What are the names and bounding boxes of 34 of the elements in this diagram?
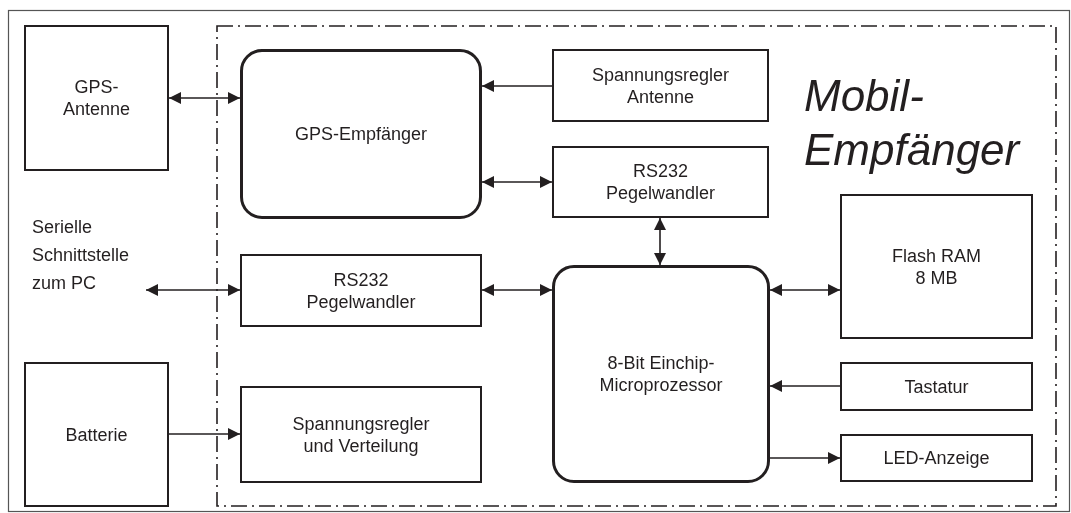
block-label: RS232 Pegelwandler [604, 160, 717, 204]
block-label: Tastatur [903, 375, 970, 398]
block-label: Flash RAM 8 MB [891, 244, 982, 289]
connector-arrow [481, 284, 553, 296]
block-label: Spannungsregler Antenne [590, 63, 731, 108]
processor-block [552, 265, 770, 483]
connector-arrow [481, 176, 553, 188]
block-label: RS232 Pegelwandler [305, 268, 417, 313]
block-label: 8-Bit Einchip- Microprozessor [598, 352, 724, 396]
block-label: Batterie [64, 423, 129, 446]
block-label: Spannungsregler und Verteilung [291, 412, 431, 457]
connector-arrow [168, 92, 241, 104]
battery-box [24, 362, 169, 507]
converter-box [552, 146, 769, 218]
connector-arrow [654, 217, 666, 266]
receiver-block [240, 49, 482, 219]
converter-box [240, 254, 482, 327]
connector-arrow [145, 284, 241, 296]
block-label: GPS-Empfänger [293, 123, 429, 145]
regulator-box [552, 49, 769, 122]
interface-label: Serielle Schnittstelle zum PC [32, 216, 131, 295]
connector-arrow [769, 452, 841, 464]
connector-arrow [481, 80, 553, 92]
connector-arrow [769, 284, 841, 296]
power-distribution-box [240, 386, 482, 483]
block-label: LED-Anzeige [882, 447, 991, 469]
group-title: Mobil- Empfänger [804, 70, 1022, 176]
connector-arrow [769, 380, 841, 392]
memory-box [840, 194, 1033, 339]
display-box [840, 434, 1033, 482]
keyboard-box [840, 362, 1033, 411]
connector-arrow [168, 428, 241, 440]
block-label: GPS- Antenne [61, 76, 132, 120]
antenna-box [24, 25, 169, 171]
